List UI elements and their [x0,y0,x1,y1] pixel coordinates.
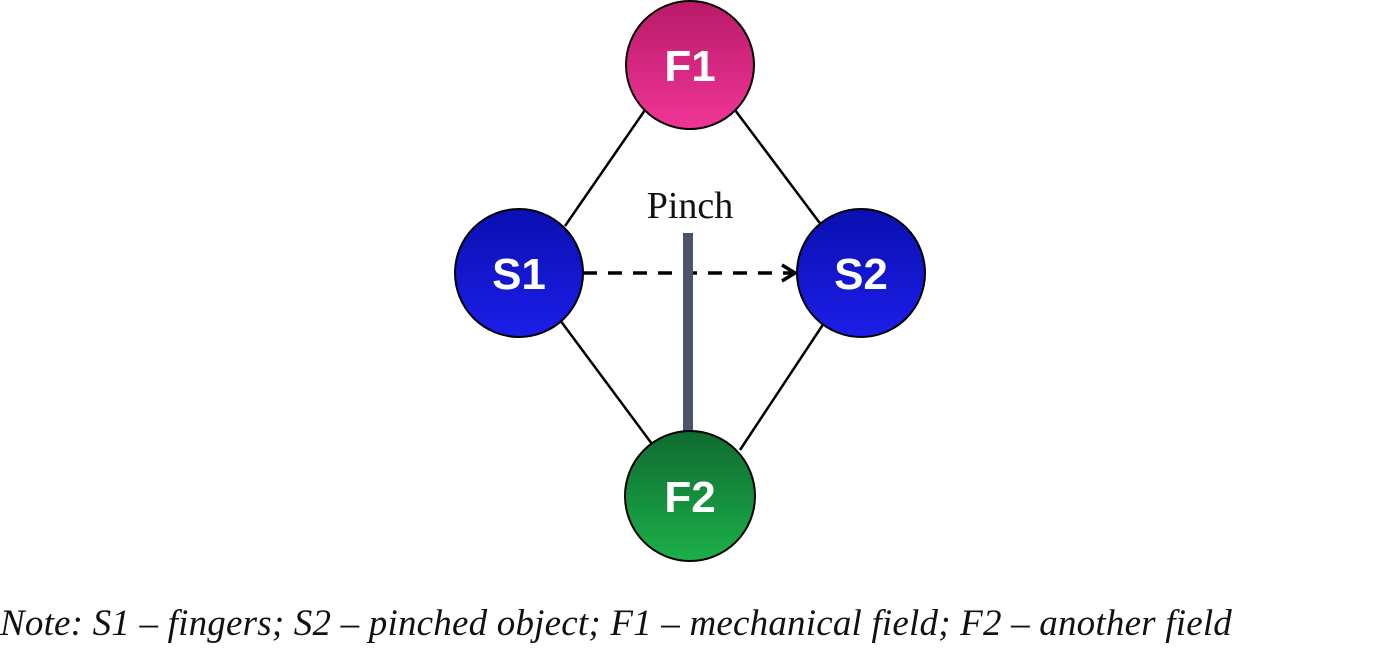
edge-s1-f2 [558,319,654,445]
edge-f1-s2 [734,109,823,227]
node-f2: F2 [624,430,756,562]
pinch-label: Pinch [647,185,734,227]
node-s2: S2 [796,208,926,338]
node-s1: S1 [454,208,584,338]
node-s1-label: S1 [492,250,546,299]
node-f1-label: F1 [664,42,715,91]
diagram-note: Note: S1 – fingers; S2 – pinched object;… [0,603,1232,644]
pinch-bar [683,233,693,448]
node-f1: F1 [625,0,755,130]
edge-s2-f2 [738,319,828,451]
edge-f1-s1 [563,109,647,227]
node-f2-label: F2 [664,473,715,522]
su-field-diagram: Pinch F1 S1 S2 F2 [454,0,926,562]
node-s2-label: S2 [834,250,888,299]
